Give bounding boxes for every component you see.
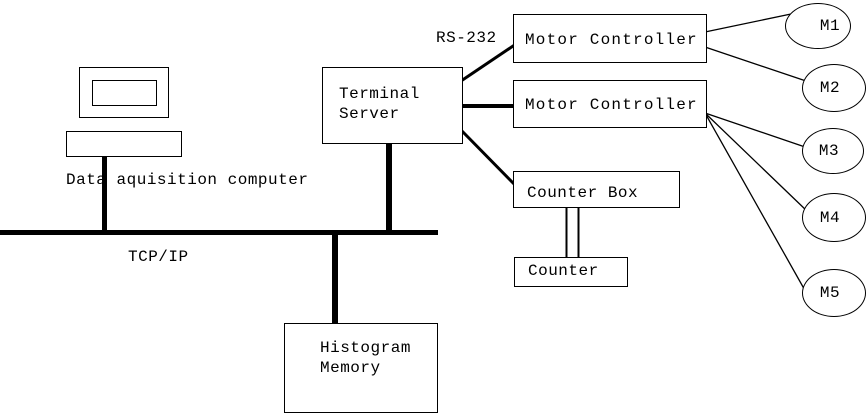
rs232-link-mc1-line: [460, 42, 517, 83]
mc1-m1-line: [704, 13, 792, 33]
motor-controller-1-label: Motor Controller: [525, 31, 698, 49]
motor-m3-label: M3: [818, 142, 840, 160]
mc2-m3-line: [704, 112, 809, 149]
counter-box: Counter Box: [513, 171, 680, 208]
mc1-m2-line: [704, 46, 810, 83]
motor-controller-2-label: Motor Controller: [525, 96, 698, 114]
histogram-memory-box: Histogram Memory: [284, 323, 438, 413]
motor-node-m4: M4: [802, 193, 866, 242]
motor-m2-label: M2: [819, 79, 841, 97]
rs232-label: RS-232: [436, 29, 497, 47]
motor-m4-label: M4: [819, 208, 841, 227]
computer-keyboard-icon: [66, 131, 182, 157]
counter-box-label: Counter Box: [527, 184, 639, 202]
histogram-memory-label-line2: Memory: [320, 359, 381, 377]
motor-node-m5: M5: [802, 269, 866, 317]
terminal-server-counterbox-line: [459, 128, 518, 188]
computer-monitor-icon: [79, 67, 169, 118]
mc2-m5-line: [704, 112, 808, 295]
mc2-m4-line: [704, 112, 809, 213]
motor-node-m3: M3: [802, 128, 864, 174]
motor-node-m2: M2: [802, 64, 866, 112]
motor-node-m1: M1: [785, 3, 851, 49]
motor-controller-1-box: Motor Controller: [513, 14, 707, 63]
counter-label: Counter: [528, 262, 599, 280]
tcpip-bus-label: TCP/IP: [128, 248, 189, 266]
computer-screen-icon: [92, 80, 157, 106]
motor-controller-2-box: Motor Controller: [513, 80, 707, 128]
histogram-memory-label-line1: Histogram: [320, 339, 411, 357]
counter-node: Counter: [514, 257, 628, 287]
terminal-server-label-line1: Terminal: [339, 85, 420, 103]
motor-m1-label: M1: [819, 17, 841, 35]
motor-m5-label: M5: [819, 284, 841, 302]
computer-caption: Data aquisition computer: [66, 171, 309, 189]
terminal-server-box: Terminal Server: [322, 67, 463, 144]
terminal-server-label-line2: Server: [339, 105, 400, 123]
